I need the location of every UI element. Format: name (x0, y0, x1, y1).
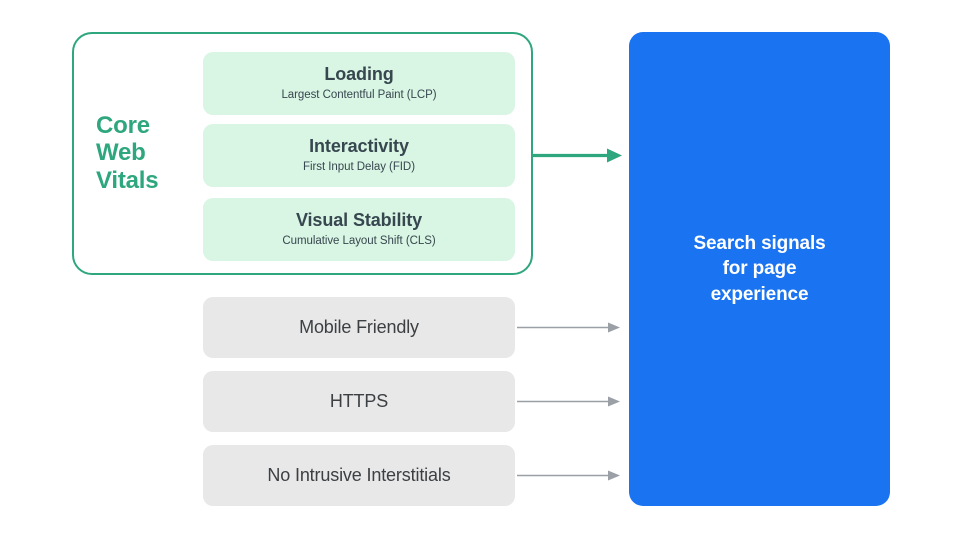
signal-label: No Intrusive Interstitials (267, 465, 451, 485)
no-intrusive-interstitials-arrow (517, 470, 620, 481)
metric-title: Interactivity (309, 136, 409, 157)
metric-title: Loading (324, 64, 394, 85)
https-arrow (517, 396, 620, 407)
search-signals-panel[interactable]: Search signals for page experience (629, 32, 890, 506)
metric-card-interactivity[interactable]: Interactivity First Input Delay (FID) (203, 124, 515, 187)
metric-subtitle: First Input Delay (FID) (303, 160, 415, 173)
metric-card-loading[interactable]: Loading Largest Contentful Paint (LCP) (203, 52, 515, 115)
signal-label: HTTPS (329, 391, 389, 411)
signal-card-mobile-friendly[interactable]: Mobile Friendly (203, 297, 515, 358)
metric-subtitle: Cumulative Layout Shift (CLS) (282, 234, 436, 247)
signal-card-https[interactable]: HTTPS (203, 371, 515, 432)
metric-title: Visual Stability (295, 210, 423, 231)
metric-subtitle: Largest Contentful Paint (LCP) (281, 88, 437, 101)
signal-card-no-intrusive-interstitials[interactable]: No Intrusive Interstitials (203, 445, 515, 506)
mobile-friendly-arrow (517, 322, 620, 333)
metric-card-visual-stability[interactable]: Visual Stability Cumulative Layout Shift… (203, 198, 515, 261)
core-web-vitals-arrow (533, 148, 622, 163)
search-signals-panel-text: Search signals for page experience (693, 233, 826, 305)
core-web-vitals-group-label: Core Web Vitals (96, 112, 159, 194)
signal-label: Mobile Friendly (299, 317, 419, 337)
